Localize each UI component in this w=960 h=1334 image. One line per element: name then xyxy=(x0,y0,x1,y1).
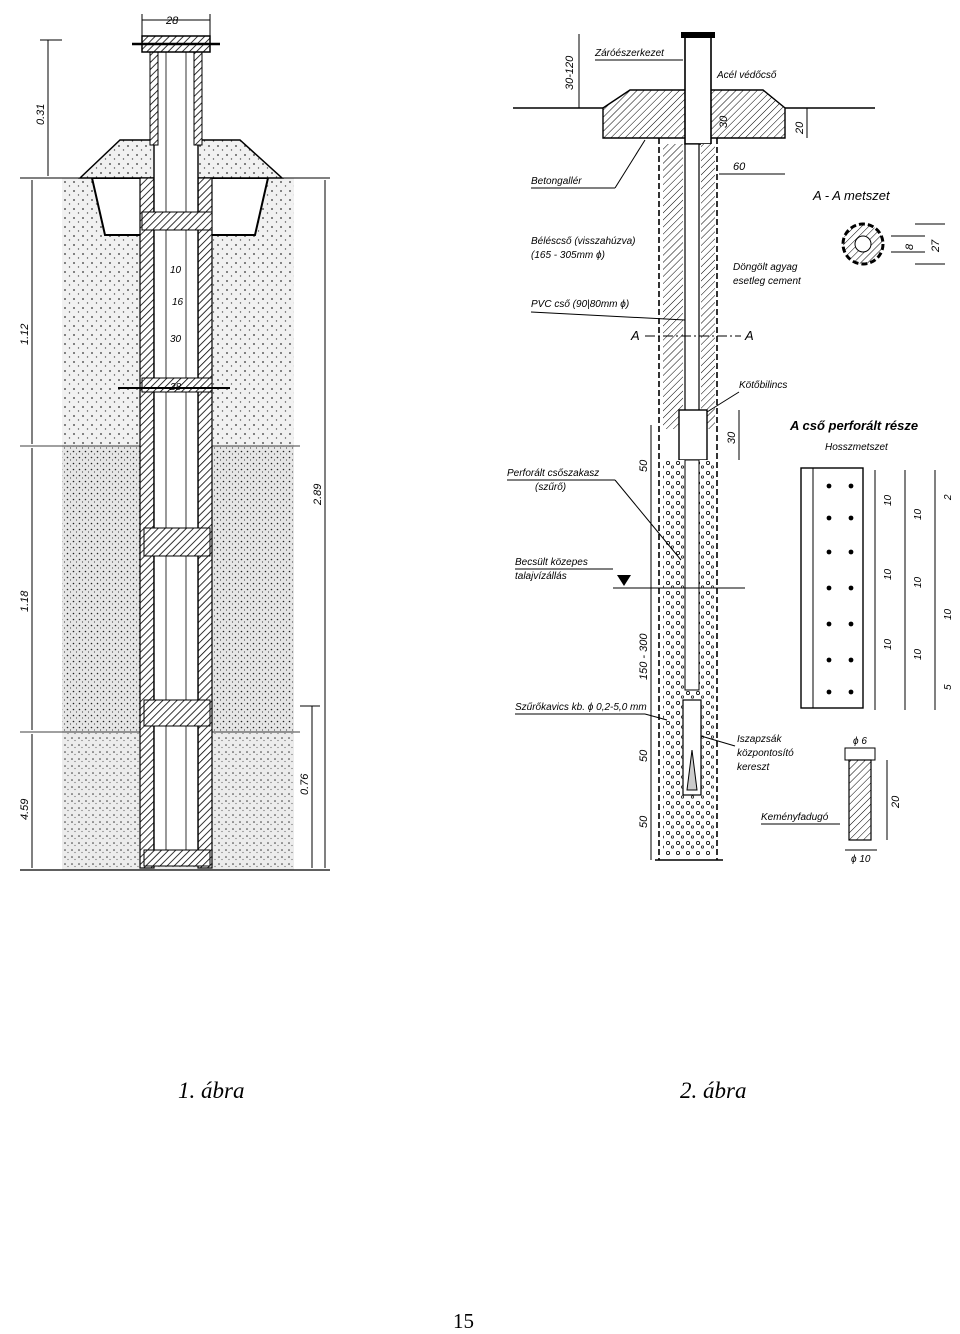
dim-perf-10a: 10 xyxy=(883,494,894,506)
dim-150-300: 150 - 300 xyxy=(638,633,650,680)
perforated-pipe-detail xyxy=(800,467,864,709)
pipe-clamp xyxy=(678,409,708,461)
figure-2-drawing: Záróészerkezet Acél védőcső Betongallér … xyxy=(507,32,954,865)
dim-phi10: ϕ 10 xyxy=(851,854,871,865)
label-pvc: PVC cső (90|80mm ϕ) xyxy=(531,299,629,310)
label-beleszo: Béléscső (visszahúzva) xyxy=(531,236,635,247)
dim-top-width: 28 xyxy=(165,15,179,27)
dim-30a: 30 xyxy=(718,115,730,128)
label-perforalt-csoszakasz: Perforált csőszakasz xyxy=(507,468,599,479)
label-a-left: A xyxy=(630,328,640,343)
dim-perf-10e: 10 xyxy=(913,576,924,588)
dim-layer-3: 4.59 xyxy=(19,799,31,820)
well-pipe xyxy=(153,39,199,866)
label-dongolt: Döngölt agyag xyxy=(733,262,798,273)
label-kozpontosito: központosító xyxy=(737,748,794,759)
dim-20: 20 xyxy=(794,121,806,135)
dim-27: 27 xyxy=(930,239,942,253)
label-dongolt-2: esetleg cement xyxy=(733,276,802,287)
dim-perf-2: 2 xyxy=(943,494,954,501)
label-szurokavics: Szűrőkavics kb. ϕ 0,2-5,0 mm xyxy=(515,702,647,713)
dim-wall-b: 16 xyxy=(172,297,184,308)
figure-1-drawing: 28 0.31 1.12 1.18 4.59 2.89 0.76 10 16 3… xyxy=(19,14,330,871)
dim-50b: 50 xyxy=(638,749,650,762)
dim-perf-10b: 10 xyxy=(883,568,894,580)
dim-wall-c: 30 xyxy=(170,334,182,345)
dim-8: 8 xyxy=(904,243,916,250)
steel-protective-pipe xyxy=(684,33,712,145)
figure-1-caption: 1. ábra xyxy=(178,1078,245,1103)
label-betongaller: Betongallér xyxy=(531,176,582,187)
dim-above-ground: 0.31 xyxy=(35,104,47,125)
label-a-right: A xyxy=(744,328,754,343)
hardwood-plug xyxy=(848,759,872,841)
dim-60: 60 xyxy=(733,161,746,173)
label-szuro: (szűrő) xyxy=(535,482,566,493)
dim-phi6: ϕ 6 xyxy=(853,736,867,747)
label-kotobilincs: Kötőbilincs xyxy=(739,380,787,391)
dim-plug-20: 20 xyxy=(890,795,902,809)
dim-right-bottom: 0.76 xyxy=(299,773,311,795)
dim-wall-a: 10 xyxy=(170,265,182,276)
dim-perf-10f: 10 xyxy=(913,648,924,660)
dim-layer-2: 1.18 xyxy=(19,590,31,612)
dim-perf-10g: 10 xyxy=(943,608,954,620)
label-beleszo-size: (165 - 305mm ϕ) xyxy=(531,250,605,261)
label-zaroszerkezet: Záróészerkezet xyxy=(594,48,665,59)
page-number: 15 xyxy=(453,1309,474,1333)
label-hosszmetszet: Hosszmetszet xyxy=(825,442,889,453)
dim-layer-1: 1.12 xyxy=(19,324,31,345)
label-kemenyfadugo: Keményfadugó xyxy=(761,812,829,823)
label-kereszt: kereszt xyxy=(737,762,770,773)
bottom-plug xyxy=(143,849,211,867)
dim-wall-d: 28 xyxy=(169,382,182,393)
dim-perf-10d: 10 xyxy=(913,508,924,520)
dim-perf-10c: 10 xyxy=(883,638,894,650)
figure-2-caption: 2. ábra xyxy=(680,1078,747,1103)
dim-30-120: 30-120 xyxy=(564,55,576,90)
dim-50a: 50 xyxy=(638,459,650,472)
label-aa-section: A - A metszet xyxy=(812,188,891,203)
label-perforalt-title: A cső perforált része xyxy=(789,418,918,433)
label-acel-vedocso: Acél védőcső xyxy=(716,70,777,81)
label-talajviz: talajvízállás xyxy=(515,571,567,582)
label-becsult: Becsült közepes xyxy=(515,557,588,568)
label-iszapzsak: Iszapzsák xyxy=(737,734,782,745)
dim-30b: 30 xyxy=(726,431,738,444)
dim-right-total: 2.89 xyxy=(312,484,324,506)
dim-perf-5: 5 xyxy=(943,684,954,690)
dim-50c: 50 xyxy=(638,815,650,828)
